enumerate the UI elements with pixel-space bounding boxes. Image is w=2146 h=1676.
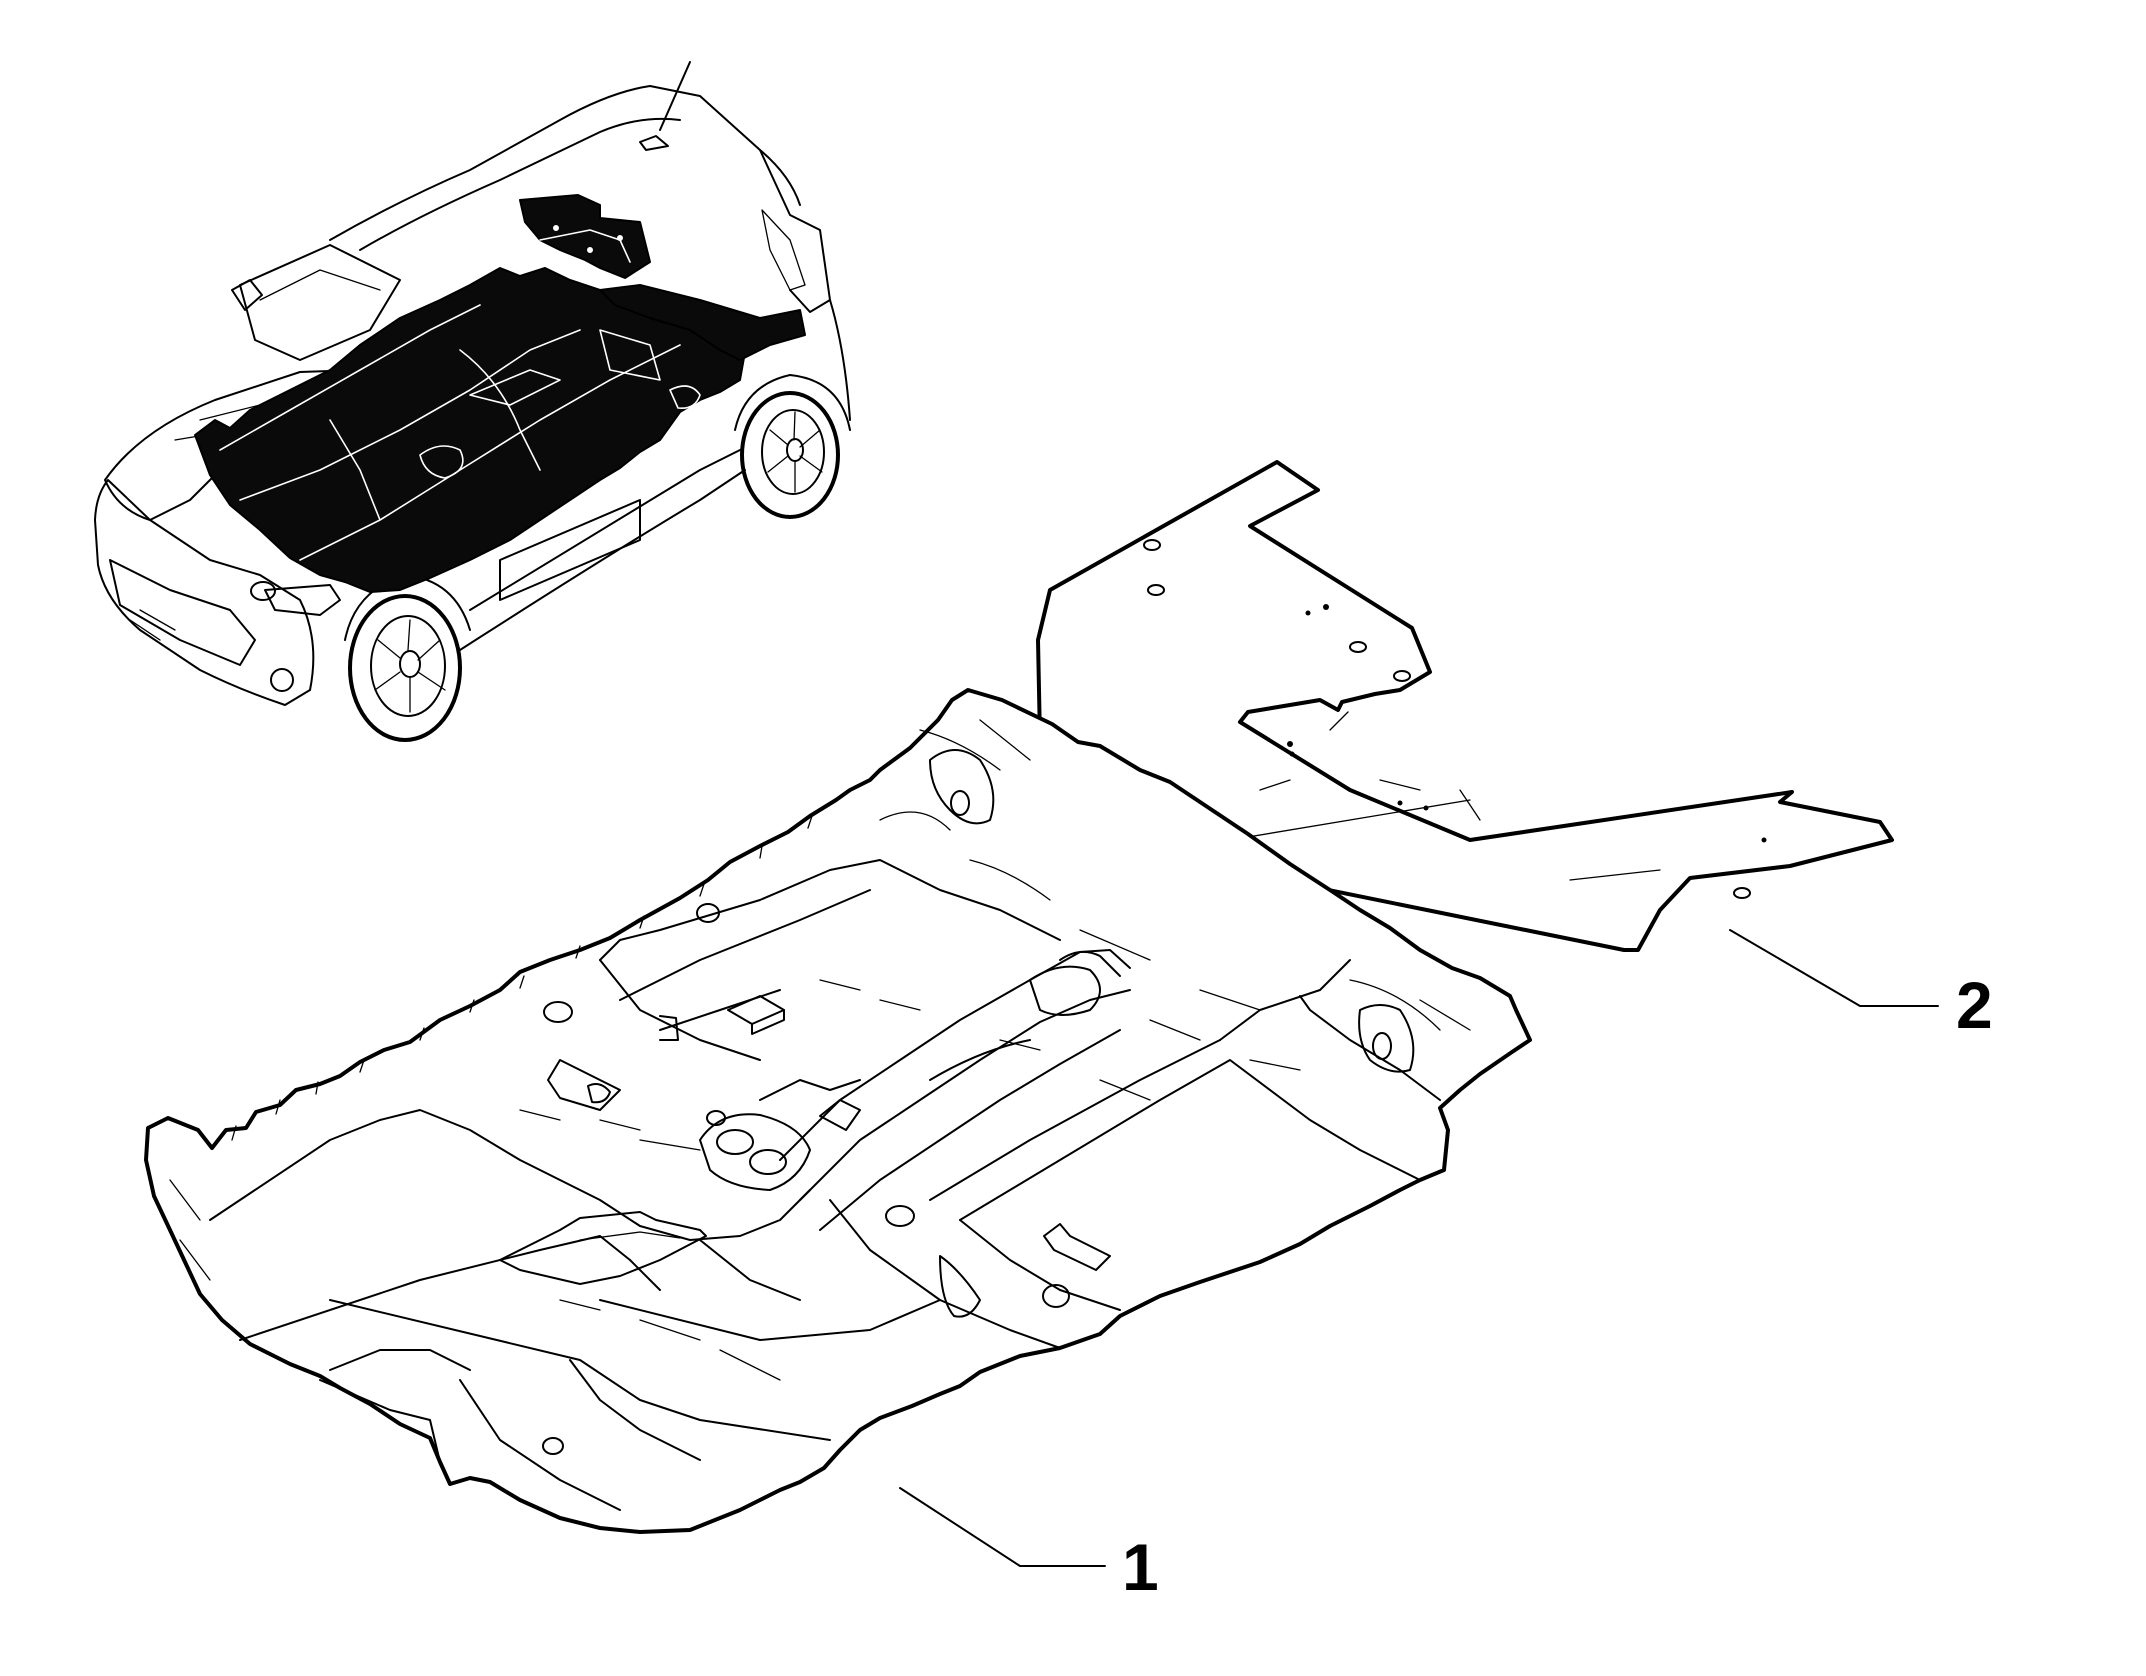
vehicle-floor-highlight [194,267,746,593]
part-1-floor-covering [144,688,1532,1534]
roof-inner-line [359,117,681,251]
callout-2-number: 2 [1956,968,1993,1042]
callout-1-number: 1 [1122,1530,1159,1604]
front-fascia [94,479,315,706]
callout-1: 1 [899,1487,1159,1604]
side-door-protector [499,499,641,601]
vehicle-overview-illustration [94,61,851,742]
side-mirror [231,279,263,311]
rear-pillar [759,149,831,313]
vehicle-rear-panel-highlight [519,194,651,279]
callout-2-leader-line [1729,929,1939,1007]
rear-side-window [761,209,806,291]
windscreen [239,244,401,361]
front-wheel [344,574,471,742]
rear-wheel [734,374,851,519]
callout-2: 2 [1729,929,1993,1042]
fog-lamp [270,668,294,692]
antenna [639,61,691,151]
front-grille [109,559,256,666]
brand-badge [250,581,276,601]
callout-1-leader-line [899,1487,1106,1567]
side-sill-line [459,469,746,651]
headlamp [264,584,341,616]
roof-outline [329,85,801,241]
